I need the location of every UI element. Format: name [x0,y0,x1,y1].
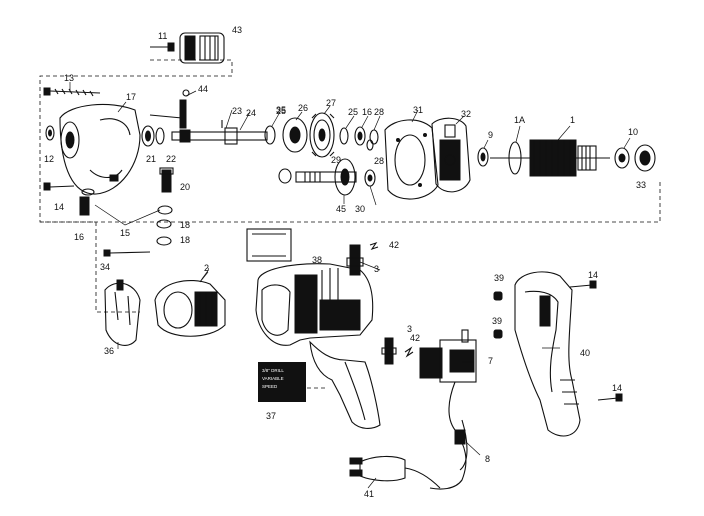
part-42-spring-top [369,241,379,251]
part-10-bearing [614,147,630,169]
part-20-brush [159,167,174,193]
part-labels: 1 1A 2 3 3 7 8 9 10 11 12 13 14 14 14 15… [44,25,646,499]
part-9-bearing [477,147,489,167]
label-8: 8 [485,454,490,464]
part-2-field [154,267,226,337]
nameplate-line-2: VARIABLE [262,376,284,381]
label-27: 27 [326,98,336,108]
label-18-lower: 18 [180,235,190,245]
label-38: 38 [312,255,322,265]
label-29: 29 [331,155,341,165]
label-1: 1 [570,115,575,125]
label-16-left: 16 [74,232,84,242]
label-25-left: 25 [276,106,286,116]
part-40-handle [514,271,581,437]
part-14-screw-right-lower [597,393,623,402]
label-39-top: 39 [494,273,504,283]
label-3-lower: 3 [407,324,412,334]
part-42-spring-lower [404,346,414,358]
part-33-cap [634,144,656,172]
part-13-long-screw [43,87,101,97]
label-11: 11 [158,31,167,41]
label-33: 33 [636,180,646,190]
label-31: 31 [413,105,423,115]
part-37-nameplate: 3/8" DRILL VARIABLE SPEED [258,362,306,402]
label-32: 32 [461,109,471,119]
part-26-gear [282,117,308,153]
label-14-left: 14 [54,202,64,212]
label-35: 35 [276,105,286,115]
nameplate-line-3: SPEED [262,384,278,389]
label-37: 37 [266,411,276,421]
label-13: 13 [64,73,74,83]
part-39-spring-lower [493,329,503,339]
label-28-upper: 28 [374,107,384,117]
part-36-label-plate [246,228,292,262]
label-42-lower: 42 [410,333,420,343]
label-42-top: 42 [389,240,399,250]
label-16-top: 16 [362,107,372,117]
label-25-right: 25 [348,107,358,117]
label-15: 15 [120,228,130,238]
part-14-screw-right-top [569,280,597,289]
part-32-bearing-plate [431,117,471,193]
part-15-lead [94,204,161,226]
part-11-screw [150,42,175,52]
label-45: 45 [336,204,346,214]
label-43: 43 [232,25,242,35]
label-36: 36 [104,346,114,356]
part-35-cover [104,279,141,346]
label-7: 7 [488,356,493,366]
part-44-chuck-key [149,89,197,129]
part-43-chuck [179,32,225,64]
label-14-right-top: 14 [588,270,598,280]
label-22: 22 [166,154,176,164]
label-34: 34 [100,262,110,272]
part-17-gear-housing [59,103,141,195]
part-38-motor-housing [255,263,374,346]
part-12-washer [45,125,55,141]
label-30: 30 [355,204,365,214]
label-26: 26 [298,103,308,113]
part-8-cord [429,381,468,490]
label-23: 23 [232,106,242,116]
part-25-washer [264,125,276,145]
label-21: 21 [146,154,156,164]
part-21-22-bearing [141,125,165,147]
label-14-right-lower: 14 [612,383,622,393]
part-27-gear [309,112,335,158]
label-24: 24 [246,108,256,118]
handle-half [309,340,381,429]
label-9: 9 [488,130,493,140]
part-3-switch-top [346,244,364,276]
nameplate-line-1: 3/8" DRILL [262,368,284,373]
label-3-top: 3 [374,264,379,274]
part-31-gasket [384,119,439,200]
label-18-upper: 18 [180,220,190,230]
part-29-intermediate-gear [295,158,357,196]
label-17: 17 [126,92,136,102]
label-10: 10 [628,127,638,137]
part-24-spindle [171,120,268,145]
label-40: 40 [580,348,590,358]
label-28-lower: 28 [374,156,384,166]
part-39-spring-top [493,291,503,301]
label-39-lower: 39 [492,316,502,326]
part-1-armature [490,139,610,177]
part-14-screw-left [43,182,75,191]
leader-lines [69,82,631,489]
part-3-switch-lower [381,337,397,365]
label-20: 20 [180,182,190,192]
part-41-plug [349,455,441,489]
part-34-screw [103,249,151,257]
label-41: 41 [364,489,374,499]
label-2: 2 [204,263,209,273]
label-44: 44 [198,84,208,94]
label-1a: 1A [514,115,525,125]
part-16-brush-holder [79,188,95,216]
part-7-switch [419,329,477,383]
label-12: 12 [44,154,54,164]
part-18-rings [156,205,173,246]
